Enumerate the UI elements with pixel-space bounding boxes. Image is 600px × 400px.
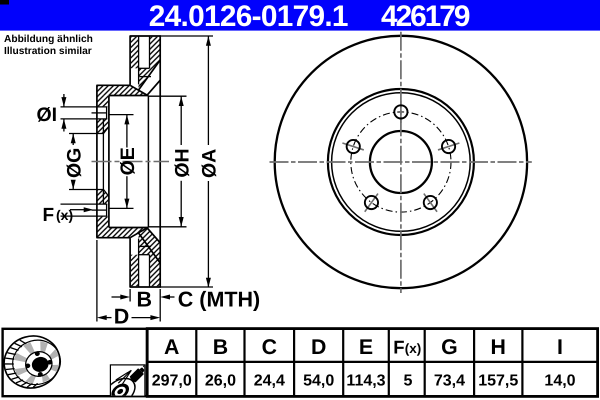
- svg-text:54,0: 54,0: [303, 373, 334, 390]
- svg-text:C (MTH): C (MTH): [178, 288, 260, 312]
- svg-text:114,3: 114,3: [346, 373, 385, 390]
- svg-text:Abbildung ähnlich: Abbildung ähnlich: [4, 34, 93, 45]
- svg-text:(x): (x): [56, 207, 73, 223]
- svg-text:F: F: [43, 205, 55, 226]
- svg-text:ØA: ØA: [198, 149, 220, 178]
- svg-text:297,0: 297,0: [152, 373, 192, 390]
- svg-text:H: H: [491, 335, 506, 359]
- svg-text:C: C: [262, 335, 277, 359]
- svg-text:24.0126-0179.1: 24.0126-0179.1: [149, 0, 348, 33]
- svg-text:Illustration similar: Illustration similar: [4, 46, 92, 57]
- svg-text:D: D: [114, 304, 130, 328]
- svg-text:(x): (x): [405, 341, 422, 356]
- svg-text:5: 5: [404, 373, 413, 390]
- svg-text:D: D: [311, 335, 326, 359]
- svg-text:A: A: [164, 335, 179, 359]
- svg-text:F: F: [393, 337, 404, 358]
- svg-text:26,0: 26,0: [205, 373, 236, 390]
- svg-text:E: E: [359, 335, 373, 359]
- svg-text:B: B: [213, 335, 228, 359]
- svg-text:426179: 426179: [381, 0, 470, 33]
- svg-text:ØG: ØG: [63, 148, 85, 178]
- svg-text:14,0: 14,0: [544, 373, 575, 390]
- svg-text:ØI: ØI: [37, 104, 58, 126]
- svg-text:ØE: ØE: [117, 147, 139, 175]
- svg-text:ØH: ØH: [171, 148, 193, 177]
- svg-text:G: G: [441, 335, 458, 359]
- svg-text:I: I: [557, 335, 563, 359]
- svg-text:B: B: [137, 288, 153, 312]
- svg-text:24,4: 24,4: [254, 373, 285, 390]
- svg-text:157,5: 157,5: [478, 373, 518, 390]
- svg-text:73,4: 73,4: [434, 373, 465, 390]
